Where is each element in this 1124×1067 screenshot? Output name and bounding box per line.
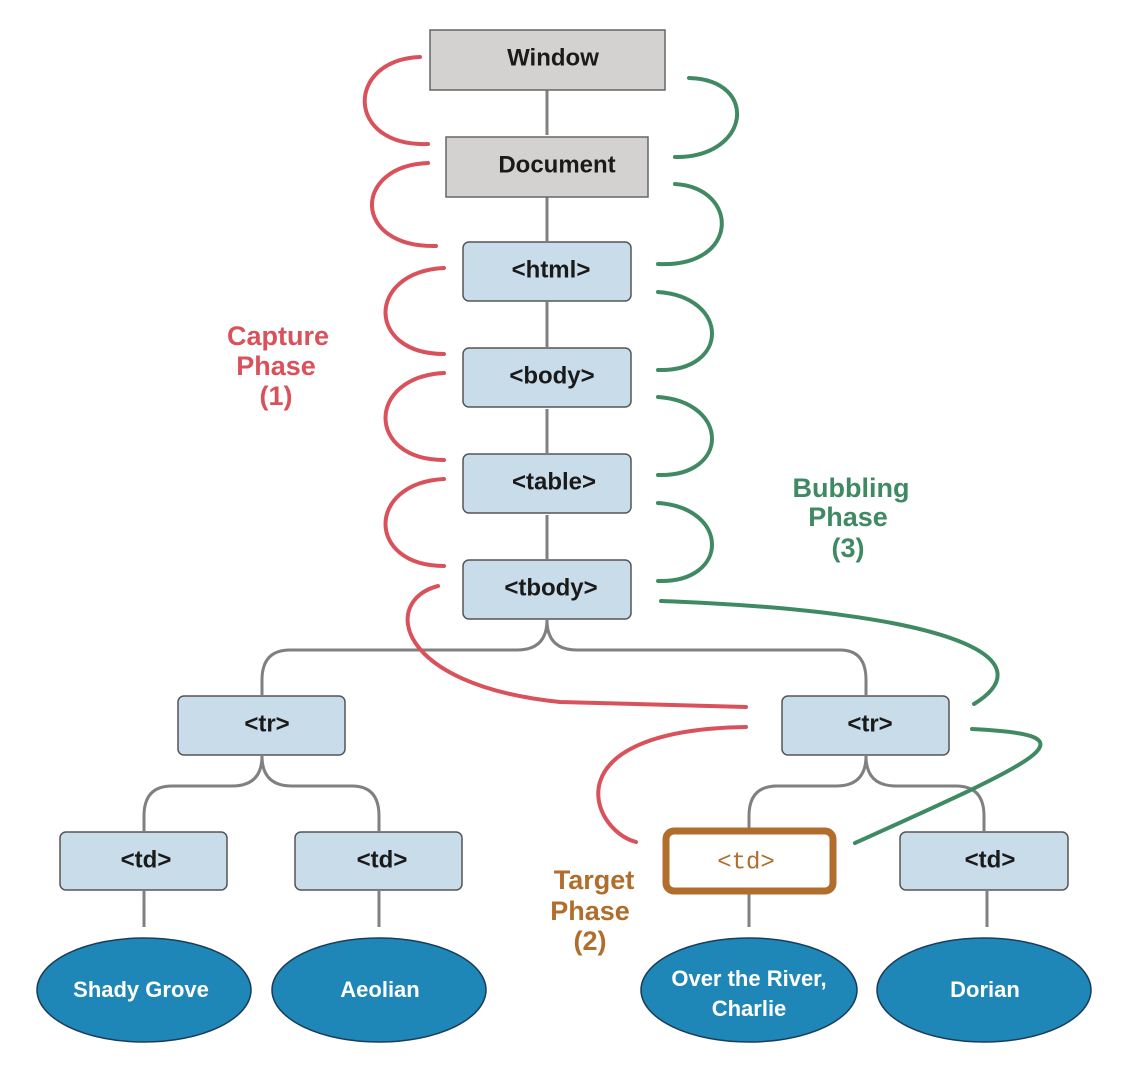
bubbling-phase-line2: Phase xyxy=(808,502,888,532)
bubbling-phase-line3: (3) xyxy=(832,533,865,563)
node-td-1: <td> xyxy=(59,831,228,891)
capture-arrows xyxy=(362,55,748,844)
node-td-2-label: <td> xyxy=(357,846,408,873)
node-td-2: <td> xyxy=(294,831,463,891)
node-window: Window xyxy=(429,29,666,91)
bubbling-phase-label: Bubbling Phase (3) xyxy=(793,473,910,563)
leaf-shady-grove: Shady Grove xyxy=(36,937,252,1043)
leaf-shady-grove-label: Shady Grove xyxy=(73,977,209,1002)
node-tbody-label: <tbody> xyxy=(504,574,597,601)
leaf-aeolian-label: Aeolian xyxy=(340,977,419,1002)
node-body-label: <body> xyxy=(509,362,594,389)
target-phase-label: Target Phase (2) xyxy=(550,865,634,956)
node-html: <html> xyxy=(462,241,632,302)
leaf-over-the-river-label-line2: Charlie xyxy=(712,996,787,1021)
node-html-label: <html> xyxy=(512,256,591,283)
capture-phase-line2: Phase xyxy=(236,351,316,381)
leaf-dorian: Dorian xyxy=(876,937,1092,1043)
capture-phase-label: Capture Phase (1) xyxy=(227,321,329,411)
node-tr-right: <tr> xyxy=(781,695,950,756)
node-tbody: <tbody> xyxy=(462,559,632,620)
leaf-aeolian: Aeolian xyxy=(271,937,487,1043)
node-td-target-label: <td> xyxy=(717,849,775,876)
leaf-dorian-label: Dorian xyxy=(950,977,1020,1002)
target-phase-line3: (2) xyxy=(574,926,607,956)
node-tr-right-label: <tr> xyxy=(847,710,892,737)
target-phase-line2: Phase xyxy=(550,896,630,926)
node-body: <body> xyxy=(462,347,632,408)
node-td-4-label: <td> xyxy=(965,846,1016,873)
capture-phase-line1: Capture xyxy=(227,321,329,351)
node-window-label: Window xyxy=(507,44,599,71)
tree-connectors xyxy=(142,90,989,927)
node-document: Document xyxy=(445,136,649,198)
leaf-over-the-river: Over the River, Charlie xyxy=(640,937,858,1043)
node-table: <table> xyxy=(462,453,632,514)
node-td-target: <td> xyxy=(662,827,837,895)
node-td-4: <td> xyxy=(899,831,1069,891)
node-tr-left: <tr> xyxy=(177,695,346,756)
target-phase-line1: Target xyxy=(554,865,635,895)
bubbling-phase-line1: Bubbling xyxy=(793,473,910,503)
node-document-label: Document xyxy=(498,151,615,178)
capture-phase-line3: (1) xyxy=(260,381,293,411)
bubbling-arrows xyxy=(656,76,1043,845)
node-tr-left-label: <tr> xyxy=(244,710,289,737)
node-table-label: <table> xyxy=(512,468,596,495)
leaf-over-the-river-label-line1: Over the River, xyxy=(671,966,826,991)
node-td-1-label: <td> xyxy=(121,846,172,873)
